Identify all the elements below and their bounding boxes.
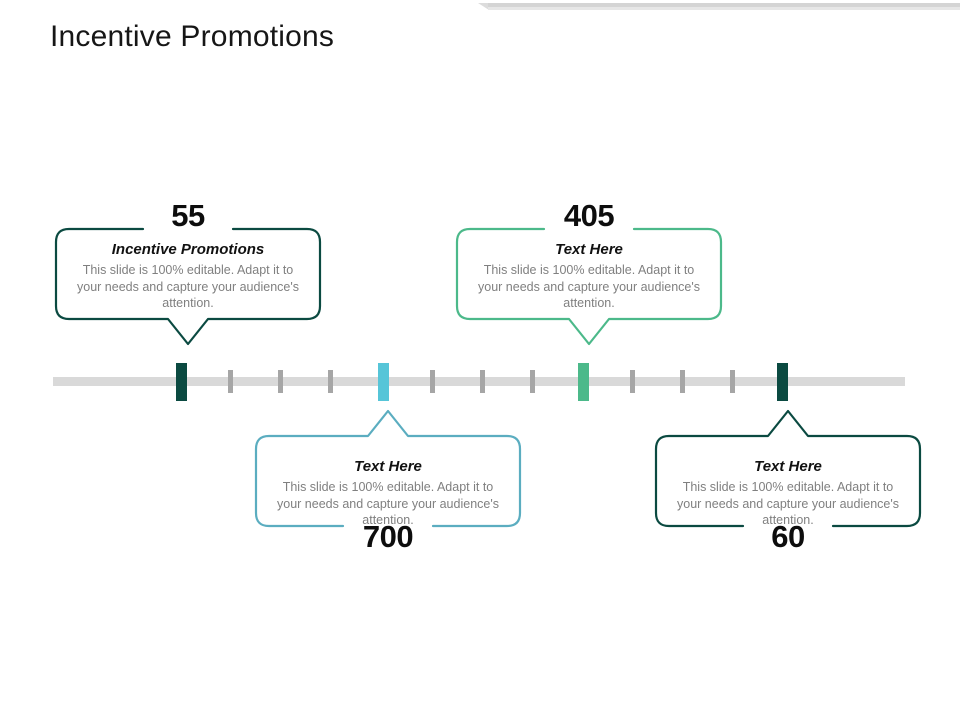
callout-outline-3 xyxy=(254,409,522,528)
callout-heading-1: Incentive Promotions xyxy=(111,241,265,258)
callout-body-1: Incentive Promotions This slide is 100% … xyxy=(55,240,321,312)
callout-path-1 xyxy=(54,227,322,346)
callout-heading-4: Text Here xyxy=(754,458,822,475)
callout-card-3[interactable]: 700 Text Here This slide is 100% editabl… xyxy=(254,409,522,554)
callout-number-3: 700 xyxy=(362,519,414,554)
timeline-tick-4 xyxy=(430,370,435,393)
callout-text-3: This slide is 100% editable. Adapt it to… xyxy=(277,480,499,527)
callout-path-4 xyxy=(654,409,922,528)
callout-path-2 xyxy=(455,227,723,346)
callout-heading-2: Text Here xyxy=(555,241,623,258)
callout-text-4: This slide is 100% editable. Adapt it to… xyxy=(677,480,899,527)
timeline xyxy=(0,355,960,411)
callout-number-1: 55 xyxy=(171,198,205,233)
callout-heading-3: Text Here xyxy=(354,458,422,475)
callout-number-2: 405 xyxy=(563,198,615,233)
callout-outline-4 xyxy=(654,409,922,528)
timeline-bar xyxy=(53,377,905,386)
timeline-tick-9 xyxy=(730,370,735,393)
timeline-tick-3 xyxy=(328,370,333,393)
callout-card-1[interactable]: 55 Incentive Promotions This slide is 10… xyxy=(54,198,322,346)
top-accent-bar xyxy=(478,3,960,12)
timeline-tick-2 xyxy=(278,370,283,393)
accent-band-upper xyxy=(488,3,960,7)
accent-taper xyxy=(478,3,489,10)
timeline-tick-7 xyxy=(630,370,635,393)
callout-body-3: Text Here This slide is 100% editable. A… xyxy=(255,457,521,529)
timeline-marker-4[interactable] xyxy=(777,363,788,401)
timeline-tick-5 xyxy=(480,370,485,393)
callout-body-2: Text Here This slide is 100% editable. A… xyxy=(456,240,722,312)
callout-text-1: This slide is 100% editable. Adapt it to… xyxy=(77,263,299,310)
callout-card-2[interactable]: 405 Text Here This slide is 100% editabl… xyxy=(455,198,723,346)
accent-band-lower xyxy=(488,7,960,10)
timeline-tick-1 xyxy=(228,370,233,393)
callout-outline-1 xyxy=(54,227,322,346)
callout-body-4: Text Here This slide is 100% editable. A… xyxy=(655,457,921,529)
callout-outline-2 xyxy=(455,227,723,346)
timeline-marker-2[interactable] xyxy=(378,363,389,401)
timeline-tick-6 xyxy=(530,370,535,393)
timeline-tick-8 xyxy=(680,370,685,393)
callout-path-3 xyxy=(254,409,522,528)
callout-text-2: This slide is 100% editable. Adapt it to… xyxy=(478,263,700,310)
page-title: Incentive Promotions xyxy=(50,20,335,53)
callout-number-4: 60 xyxy=(771,519,805,554)
timeline-marker-3[interactable] xyxy=(578,363,589,401)
timeline-marker-1[interactable] xyxy=(176,363,187,401)
callout-card-4[interactable]: 60 Text Here This slide is 100% editable… xyxy=(654,409,922,554)
